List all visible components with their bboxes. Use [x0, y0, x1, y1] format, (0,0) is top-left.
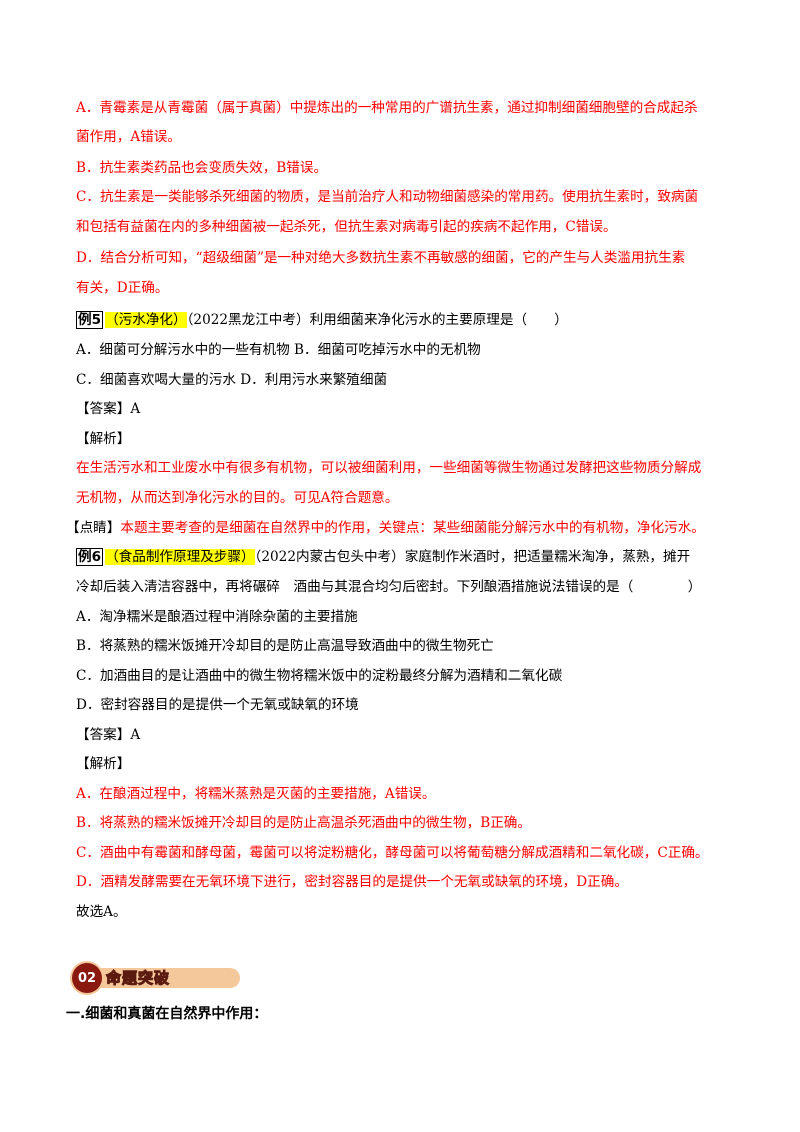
conclusion: 故选A。 — [76, 904, 127, 920]
example-5-stem: 例5（污水净化）（2022黑龙江中考）利用细菌来净化污水的主要原理是（ ） — [76, 310, 736, 330]
example-source-stem: （2022黑龙江中考）利用细菌来净化污水的主要原理是（ ） — [186, 312, 568, 328]
answer: 【答案】A — [76, 401, 141, 417]
analysis-a: A．在酿酒过程中，将糯米蒸熟是灭菌的主要措施，A错误。 — [76, 786, 436, 802]
analysis-b: B．将蒸熟的糯米饭摊开冷却目的是防止高温杀死酒曲中的微生物，B正确。 — [76, 815, 531, 831]
prev-analysis-line: B．抗生素类药品也会变质失效，B错误。 — [76, 160, 328, 176]
example-topic: （食品制作原理及步骤） — [105, 549, 255, 565]
analysis-label: 【解析】 — [76, 431, 131, 447]
prev-analysis-line: 有关，D正确。 — [76, 280, 169, 296]
option-d: D．密封容器目的是提供一个无氧或缺氧的环境 — [76, 697, 359, 713]
tip: 【点睛】本题主要考查的是细菌在自然界中的作用，关键点：某些细菌能分解污水中的有机… — [66, 518, 746, 538]
subsection-heading: 一.细菌和真菌在自然界中作用： — [66, 1006, 268, 1022]
example-topic: （污水净化） — [105, 312, 187, 328]
option-b: B．将蒸熟的糯米饭摊开冷却目的是防止高温导致酒曲中的微生物死亡 — [76, 638, 494, 654]
example-label: 例6 — [76, 548, 104, 566]
example-5-options: C．细菌喜欢喝大量的污水 D．利用污水来繁殖细菌 — [76, 372, 388, 388]
example-source-stem: （2022内蒙古包头中考）家庭制作米酒时，把适量糯米淘净，蒸熟，摊开 — [254, 549, 691, 565]
analysis-c: C．酒曲中有霉菌和酵母菌，霉菌可以将淀粉糖化，酵母菌可以将葡萄糖分解成酒精和二氧… — [76, 845, 709, 861]
prev-analysis-line: 和包括有益菌在内的多种细菌被一起杀死，但抗生素对病毒引起的疾病不起作用，C错误。 — [76, 219, 617, 235]
option-c: C．加酒曲目的是让酒曲中的微生物将糯米饭中的淀粉最终分解为酒精和二氧化碳 — [76, 668, 563, 684]
tip-text: 本题主要考查的是细菌在自然界中的作用，关键点：某些细菌能分解污水中的有机物，净化… — [120, 520, 705, 536]
section-title: 命题突破 — [105, 969, 171, 988]
prev-analysis-line: A．青霉素是从青霉菌（属于真菌）中提炼出的一种常用的广谱抗生素，通过抑制细菌细胞… — [76, 100, 698, 116]
section-number-badge: 02 — [72, 963, 102, 993]
example-6-stem: 例6（食品制作原理及步骤）（2022内蒙古包头中考）家庭制作米酒时，把适量糯米淘… — [76, 547, 736, 567]
analysis-d: D．酒精发酵需要在无氧环境下进行，密封容器目的是提供一个无氧或缺氧的环境，D正确… — [76, 874, 628, 890]
analysis-text: 在生活污水和工业废水中有很多有机物，可以被细菌利用，一些细菌等微生物通过发酵把这… — [76, 460, 702, 476]
prev-analysis-line: C．抗生素是一类能够杀死细菌的物质，是当前治疗人和动物细菌感染的常用药。使用抗生… — [76, 189, 699, 205]
answer: 【答案】A — [76, 727, 141, 743]
prev-analysis-line: D．结合分析可知，“超级细菌”是一种对绝大多数抗生素不再敏感的细菌，它的产生与人… — [76, 250, 686, 266]
example-5-options: A．细菌可分解污水中的一些有机物 B．细菌可吃掉污水中的无机物 — [76, 342, 481, 358]
analysis-label: 【解析】 — [76, 756, 131, 772]
section-banner: 02 命题突破 — [72, 963, 262, 993]
prev-analysis-line: 菌作用，A错误。 — [76, 129, 181, 145]
banner-ribbon — [90, 968, 240, 988]
tip-label: 【点睛】 — [66, 520, 121, 536]
example-label: 例5 — [76, 311, 104, 329]
analysis-text: 无机物，从而达到净化污水的目的。可见A符合题意。 — [76, 490, 399, 506]
option-a: A．淘净糯米是酿酒过程中消除杂菌的主要措施 — [76, 609, 358, 625]
example-6-stem-cont: 冷却后装入清洁容器中，再将碾碎 酒曲与其混合均匀后密封。下列酿酒措施说法错误的是… — [76, 579, 702, 595]
